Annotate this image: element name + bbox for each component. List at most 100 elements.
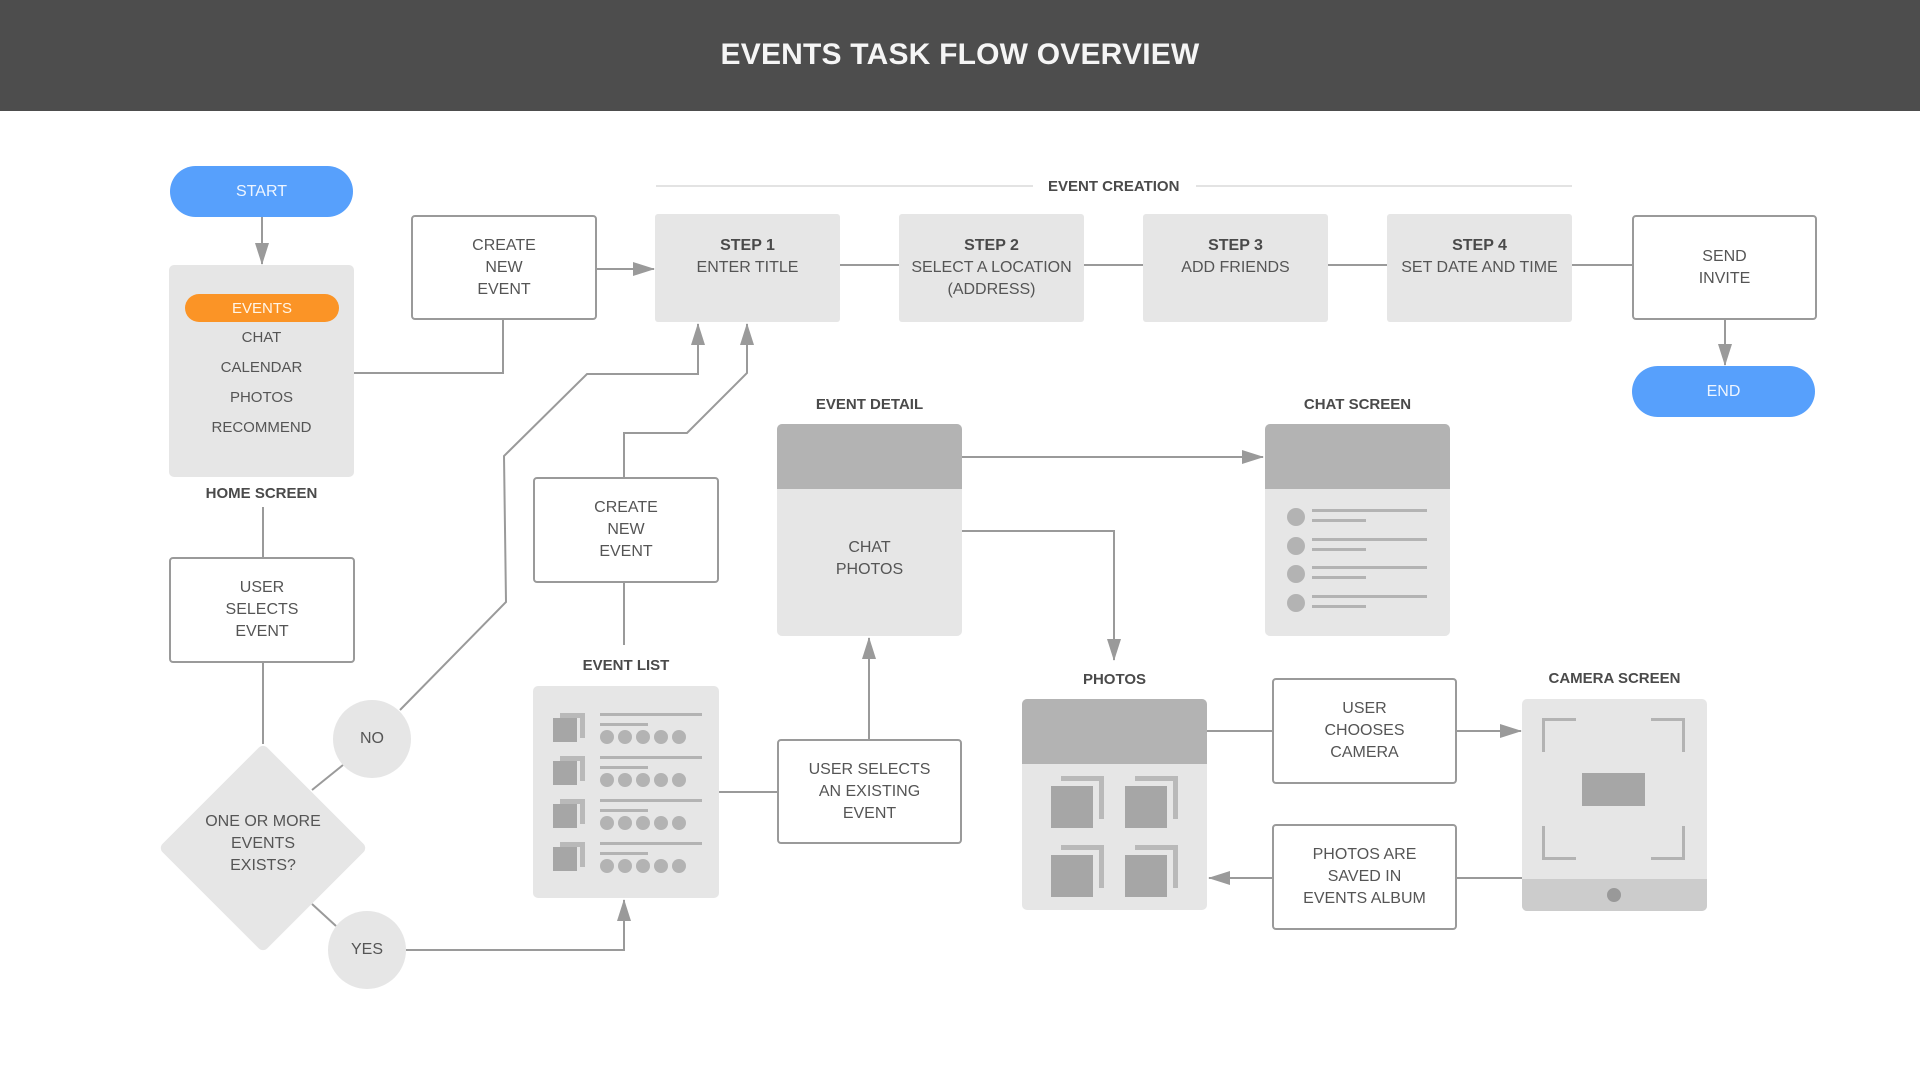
event-creation-title: EVENT CREATION (1048, 178, 1180, 195)
step-3-node[interactable]: STEP 3 ADD FRIENDS . (1143, 214, 1328, 322)
chat-avatar-icon (1287, 508, 1305, 526)
start-label: START (236, 182, 287, 200)
rating-dot (672, 816, 686, 830)
shutter-button-icon[interactable] (1607, 888, 1621, 902)
rating-dot (672, 859, 686, 873)
menu-item-calendar[interactable]: CALENDAR (220, 359, 303, 376)
event-list-screen (533, 686, 719, 898)
step-2-node[interactable]: STEP 2 SELECT A LOCATION (ADDRESS) (899, 214, 1084, 322)
chat-message-bar (1312, 566, 1427, 569)
thumbnail-icon (553, 847, 577, 871)
step-4-node[interactable]: STEP 4 SET DATE AND TIME . (1387, 214, 1572, 322)
home-screen-label: HOME SCREEN (205, 485, 318, 502)
rating-dot (618, 773, 632, 787)
menu-item-photos[interactable]: PHOTOS (229, 389, 294, 406)
event-detail-screen: CHAT PHOTOS (777, 424, 962, 636)
end-terminal[interactable]: END (1632, 366, 1815, 417)
step-text: SET DATE AND TIME (1401, 259, 1558, 276)
edge-no-step1 (399, 323, 705, 711)
rating-dot (600, 816, 614, 830)
photo-stack-icon (1135, 776, 1178, 819)
screen-header-bar (777, 424, 962, 489)
node-text-line: USER SELECTS (808, 760, 931, 778)
header-bar: EVENTS TASK FLOW OVERVIEW (0, 0, 1920, 111)
node-text-line: EVENT (235, 623, 289, 640)
start-terminal[interactable]: START (170, 166, 353, 217)
node-text-line: EVENT (477, 280, 531, 298)
edge-yes-event-list (406, 899, 631, 951)
edge-decision-yes (311, 903, 337, 927)
menu-item-chat[interactable]: CHAT (241, 329, 282, 346)
thumbnail-stack-icon (560, 799, 585, 824)
rating-dot (672, 730, 686, 744)
thumbnail-stack-icon (560, 713, 585, 738)
create-new-event-node[interactable]: CREATE NEW EVENT (411, 215, 597, 320)
rating-dot (654, 730, 668, 744)
screen-header-bar (1265, 424, 1450, 489)
chat-message-bar (1312, 594, 1427, 598)
decision-line: EXISTS? (230, 857, 296, 874)
node-text-line: AN EXISTING (818, 782, 921, 800)
node-text-line: EVENT (599, 543, 653, 560)
no-branch[interactable]: NO (333, 700, 411, 778)
list-title-bar (600, 842, 702, 845)
node-text-line: INVITE (1698, 269, 1751, 287)
rating-dot (618, 730, 632, 744)
list-subtitle-bar (600, 723, 648, 726)
photo-thumbnail-icon (1051, 855, 1093, 897)
chat-screen-label: CHAT SCREEN (1303, 396, 1412, 413)
node-text-line: NEW (607, 521, 645, 538)
event-detail-chat[interactable]: CHAT (848, 539, 891, 556)
menu-item-recommend[interactable]: RECOMMEND (211, 419, 312, 436)
list-subtitle-bar (600, 809, 648, 812)
send-invite-node[interactable]: SEND INVITE (1632, 215, 1817, 320)
camera-control-bar (1522, 879, 1707, 911)
chat-avatar-icon (1287, 593, 1305, 612)
rating-dot (636, 773, 650, 787)
step-number: STEP 3 (1208, 237, 1263, 254)
step-1-node[interactable]: STEP 1 ENTER TITLE . (655, 214, 840, 322)
user-selects-event-node[interactable]: USER SELECTS EVENT (169, 557, 355, 663)
chat-avatar-icon (1287, 536, 1305, 555)
edge-create-mid-step1 (623, 323, 754, 477)
step-text: SELECT A LOCATION (911, 259, 1072, 276)
photo-thumbnail-icon (1125, 786, 1167, 828)
thumbnail-stack-icon (560, 756, 585, 781)
camera-screen-label: CAMERA SCREEN (1548, 670, 1681, 687)
rating-dot (600, 730, 614, 744)
end-label: END (1706, 382, 1741, 400)
node-text-line: SEND (1702, 247, 1747, 265)
rating-dot (636, 859, 650, 873)
list-title-bar (600, 756, 702, 759)
node-text-line: CHOOSES (1324, 722, 1405, 739)
rating-dot (600, 859, 614, 873)
photos-saved-node[interactable]: PHOTOS ARE SAVED IN EVENTS ALBUM (1272, 824, 1457, 930)
node-text-line: SELECTS (225, 601, 299, 618)
home-screen-box: EVENTS CHAT CALENDAR PHOTOS RECOMMEND (169, 265, 354, 477)
viewfinder-corner-icon (1542, 718, 1576, 752)
photo-thumbnail-icon (1051, 786, 1093, 828)
step-number: STEP 2 (964, 237, 1019, 254)
node-text-line: CREATE (594, 499, 658, 516)
menu-item-events[interactable]: EVENTS (185, 294, 339, 322)
node-text-line: SAVED IN (1327, 868, 1402, 885)
list-subtitle-bar (600, 852, 648, 855)
yes-branch[interactable]: YES (328, 911, 406, 989)
user-chooses-camera-node[interactable]: USER CHOOSES CAMERA (1272, 678, 1457, 784)
rating-dot (600, 773, 614, 787)
decision-line: ONE OR MORE (205, 813, 321, 830)
node-text-line: USER (239, 579, 285, 596)
camera-screen (1522, 699, 1707, 911)
chat-meta-bar (1312, 519, 1366, 522)
photos-screen (1022, 699, 1207, 910)
create-new-event-from-list-node[interactable]: CREATE NEW EVENT (533, 477, 719, 583)
viewfinder-corner-icon (1542, 826, 1576, 860)
rating-dot (654, 773, 668, 787)
user-selects-existing-node[interactable]: USER SELECTS AN EXISTING EVENT (777, 739, 962, 844)
rating-dot (654, 859, 668, 873)
event-detail-photos[interactable]: PHOTOS (835, 561, 904, 578)
rating-dot (636, 816, 650, 830)
thumbnail-icon (553, 718, 577, 742)
thumbnail-icon (553, 761, 577, 785)
photos-label: PHOTOS (1082, 671, 1147, 688)
